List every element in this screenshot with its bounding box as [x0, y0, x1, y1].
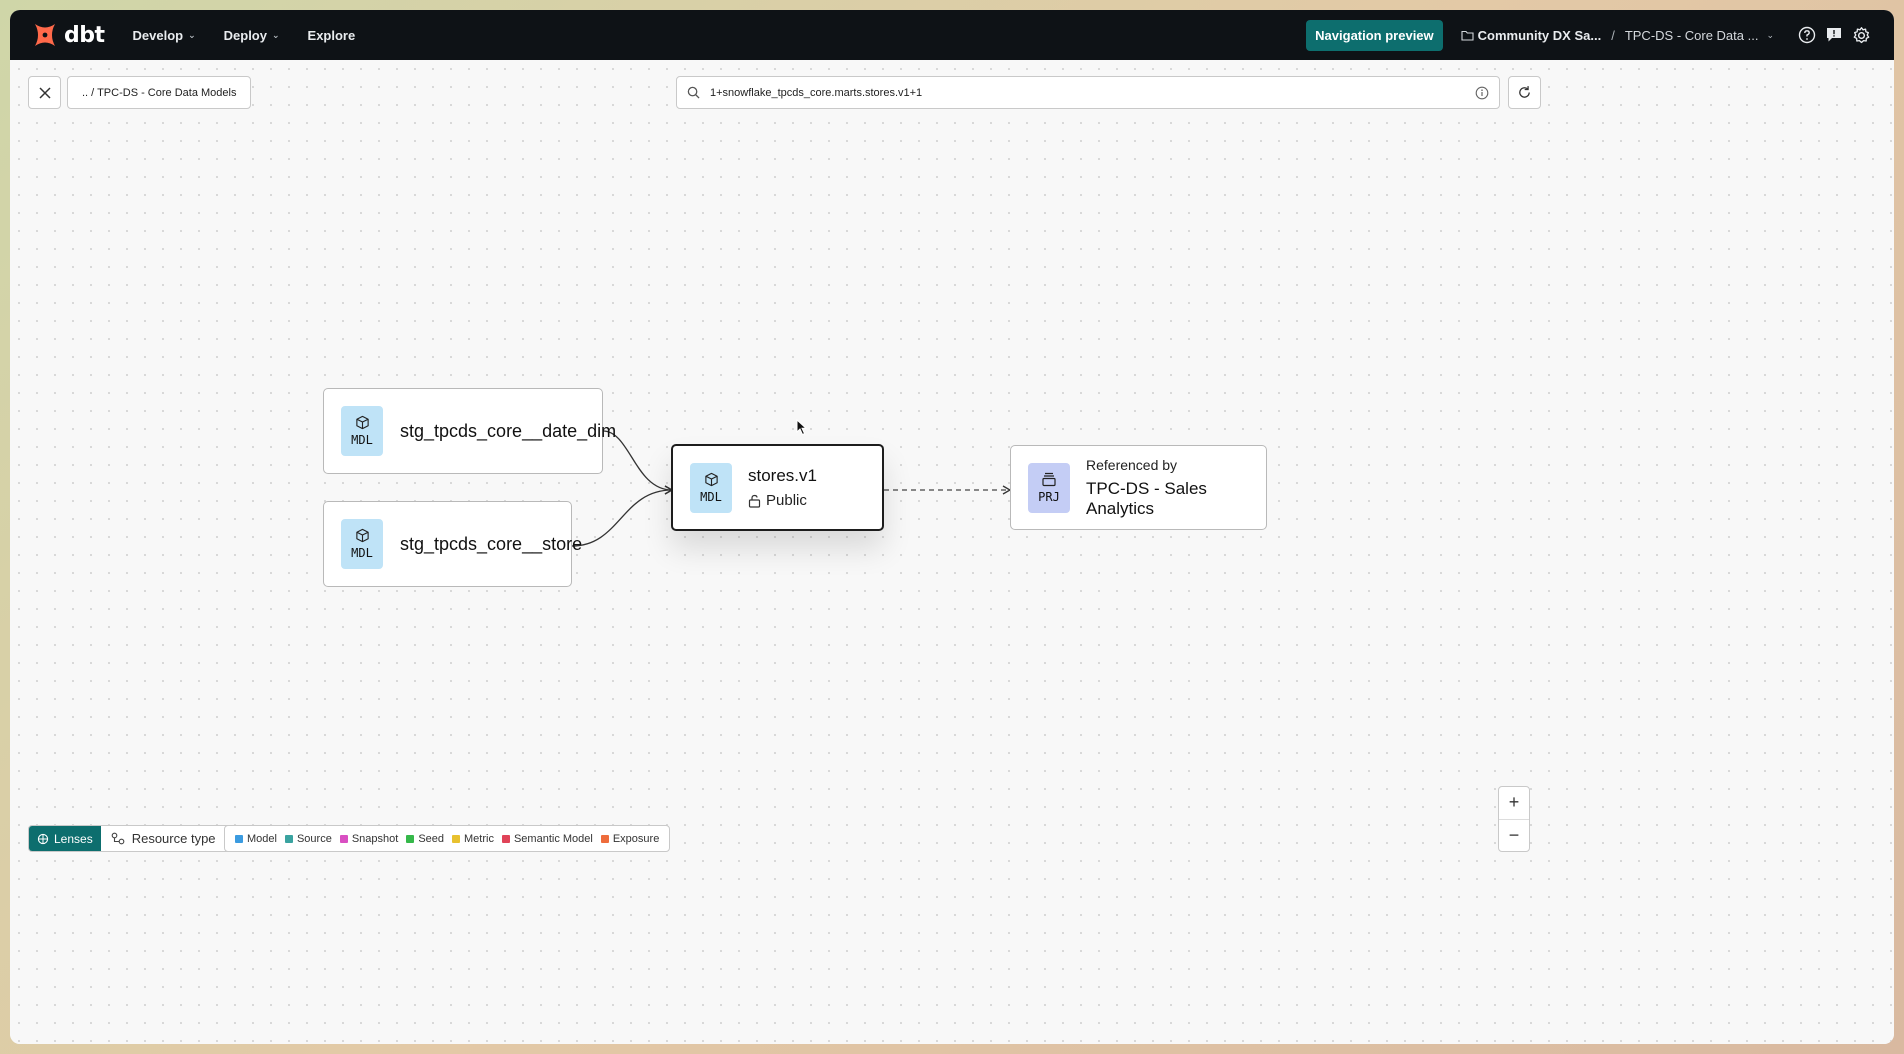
refresh-button[interactable]: [1508, 76, 1541, 109]
lenses-control: Lenses Resource type ⌄: [28, 825, 246, 852]
settings-button[interactable]: [1850, 24, 1872, 46]
legend-label: Snapshot: [351, 832, 399, 845]
project-breadcrumb[interactable]: Community DX Sa... / TPC-DS - Core Data …: [1461, 28, 1774, 43]
legend-label: Model: [247, 832, 277, 845]
badge-label: MDL: [351, 433, 373, 447]
gear-icon: [1853, 26, 1869, 43]
node-title: TPC-DS - Sales Analytics: [1086, 478, 1207, 518]
node-title: stores.v1: [748, 466, 817, 485]
close-button[interactable]: [28, 76, 61, 109]
chat-icon: [1827, 28, 1841, 42]
node-label: Referenced by: [1086, 456, 1178, 473]
legend-label: Metric: [464, 832, 494, 845]
zoom-in-button[interactable]: +: [1499, 787, 1529, 820]
legend-item-exposure: Exposure: [600, 832, 660, 845]
resource-type-label: Resource type: [131, 831, 216, 846]
chevron-down-icon: ⌄: [188, 29, 196, 40]
lenses-toggle[interactable]: Lenses: [29, 826, 101, 851]
selector-search-bar: [676, 76, 1500, 109]
access-level: Public: [748, 492, 817, 509]
node-stores-v1[interactable]: MDL stores.v1 Public: [671, 444, 884, 531]
resource-legend: Model Source Snapshot Seed Metric Semant…: [224, 825, 671, 852]
legend-swatch: [284, 834, 293, 843]
breadcrumb-separator: /: [1611, 27, 1615, 43]
legend-label: Source: [296, 832, 332, 845]
search-icon: [687, 86, 700, 99]
badge-label: MDL: [351, 546, 373, 560]
model-badge: MDL: [690, 462, 732, 513]
legend-item-source: Source: [284, 832, 332, 845]
top-nav: dbt Develop ⌄ Deploy ⌄ Explore Navigatio…: [10, 10, 1894, 60]
lens-icon: [37, 833, 49, 844]
node-text: stores.v1 Public: [748, 466, 817, 509]
legend-item-seed: Seed: [406, 833, 444, 845]
legend-swatch: [600, 834, 609, 843]
edge-store-to-stores: [571, 485, 674, 547]
nav-deploy-label: Deploy: [223, 27, 267, 43]
legend-item-metric: Metric: [452, 833, 494, 845]
feedback-button[interactable]: [1823, 24, 1845, 46]
nav-explore[interactable]: Explore: [308, 28, 356, 43]
app-window: dbt Develop ⌄ Deploy ⌄ Explore Navigatio…: [10, 10, 1894, 1044]
nav-deploy[interactable]: Deploy ⌄: [224, 28, 280, 43]
legend-swatch: [235, 834, 243, 843]
graph-path-breadcrumb[interactable]: .. / TPC-DS - Core Data Models: [67, 76, 252, 109]
refresh-icon: [1519, 86, 1530, 98]
help-button[interactable]: [1796, 24, 1818, 46]
project-stack-icon: [1042, 472, 1056, 486]
lenses-label: Lenses: [54, 831, 93, 846]
legend-swatch: [339, 834, 348, 843]
logo-text: dbt: [64, 22, 105, 48]
zoom-out-button[interactable]: −: [1508, 824, 1520, 845]
help-icon: [1798, 26, 1816, 44]
legend-item-model: Model: [235, 833, 277, 845]
folder-icon: [1461, 30, 1474, 41]
node-stg-tpcds-core-date-dim[interactable]: MDL stg_tpcds_core__date_dim: [323, 388, 616, 474]
zoom-controls: + −: [1498, 786, 1530, 852]
mouse-cursor-icon: [796, 419, 808, 436]
lineage-edges: [571, 430, 1012, 547]
model-badge: MDL: [341, 406, 383, 456]
model-badge: MDL: [341, 519, 383, 569]
legend-label: Exposure: [612, 832, 660, 845]
badge-label: PRJ: [1038, 489, 1060, 504]
nav-right: Navigation preview Community DX Sa... / …: [1306, 10, 1894, 60]
node-title: stg_tpcds_core__store: [400, 533, 583, 554]
legend-swatch: [406, 834, 415, 843]
node-text: Referenced by TPC-DS - Sales Analytics: [1086, 457, 1266, 519]
cube-icon: [355, 415, 369, 430]
dbt-logo[interactable]: dbt: [32, 22, 105, 48]
node-referenced-project[interactable]: PRJ Referenced by TPC-DS - Sales Analyti…: [1010, 445, 1267, 530]
node-stg-tpcds-core-store[interactable]: MDL stg_tpcds_core__store: [323, 501, 582, 587]
breadcrumb-account: Community DX Sa...: [1477, 27, 1602, 43]
navigation-preview-button[interactable]: Navigation preview: [1306, 19, 1443, 51]
legend-swatch: [452, 834, 461, 843]
legend-swatch: [501, 834, 510, 843]
nav-explore-label: Explore: [307, 27, 356, 43]
legend-item-semantic-model: Semantic Model: [501, 832, 593, 845]
project-badge: PRJ: [1028, 462, 1070, 513]
badge-label: MDL: [700, 489, 722, 504]
info-icon[interactable]: [1475, 86, 1489, 100]
legend-label: Semantic Model: [513, 832, 593, 845]
nav-develop[interactable]: Develop ⌄: [133, 28, 196, 43]
nav-develop-label: Develop: [132, 27, 184, 43]
legend-label: Seed: [418, 832, 445, 845]
legend-item-snapshot: Snapshot: [339, 832, 399, 845]
selector-search-input[interactable]: [710, 86, 1475, 99]
close-icon: [38, 86, 51, 99]
unlock-icon: [748, 494, 761, 508]
breadcrumb-project: TPC-DS - Core Data ...: [1624, 27, 1759, 43]
node-title: stg_tpcds_core__date_dim: [400, 420, 617, 441]
dbt-logo-icon: [35, 24, 55, 46]
lineage-canvas[interactable]: .. / TPC-DS - Core Data Models: [10, 60, 1894, 1044]
chevron-down-icon: ⌄: [1766, 29, 1774, 40]
chevron-down-icon: ⌄: [271, 29, 280, 40]
access-label: Public: [766, 492, 807, 509]
resource-type-icon: [111, 832, 125, 845]
cube-icon: [704, 472, 718, 486]
cube-icon: [355, 528, 369, 543]
